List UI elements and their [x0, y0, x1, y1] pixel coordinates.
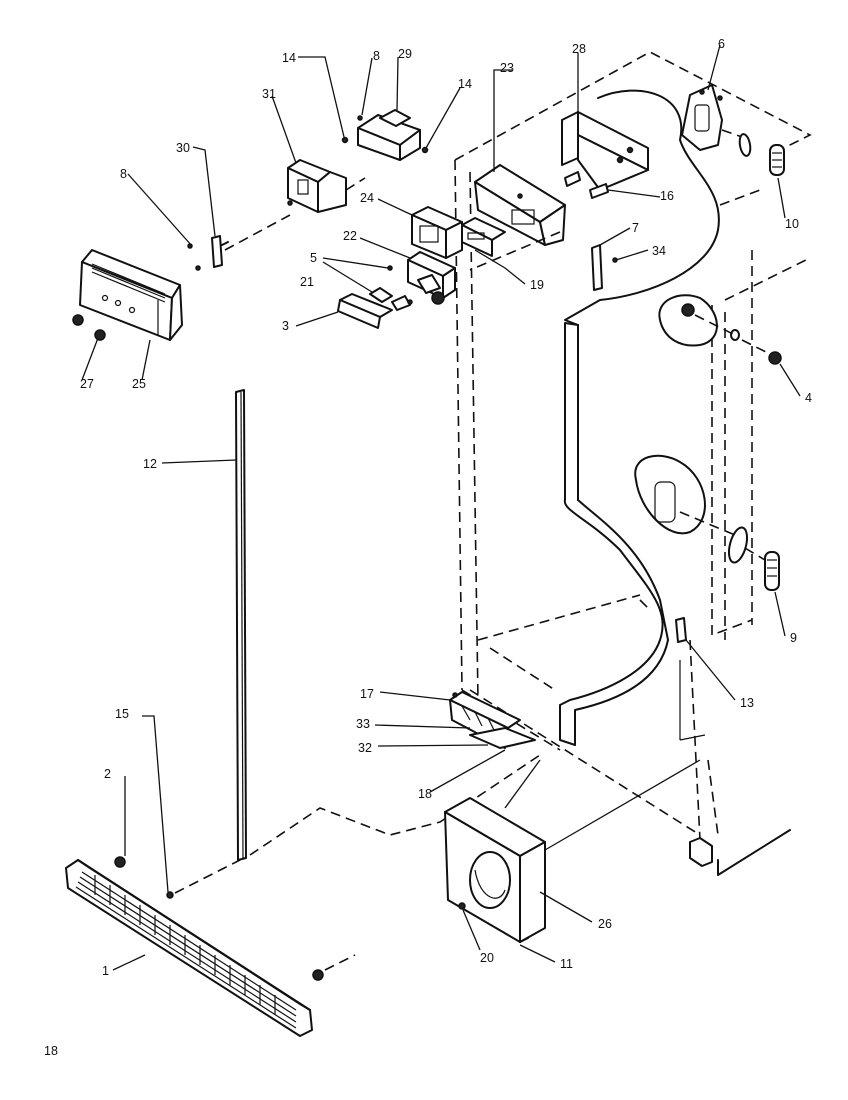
callout-2: 2	[104, 767, 111, 781]
callout-18: 18	[418, 787, 432, 801]
part-16-pin	[564, 171, 609, 199]
callout-22: 22	[343, 229, 357, 243]
leader-lines	[81, 44, 801, 971]
cabinet-outer-case	[559, 89, 791, 876]
callout-10: 10	[785, 217, 799, 231]
part-2-screw	[114, 856, 126, 868]
callout-25: 25	[132, 377, 146, 391]
callout-3: 3	[282, 319, 289, 333]
part-26-fan-shroud	[444, 797, 546, 943]
part-12-trim-strip	[235, 389, 247, 861]
callout-29: 29	[398, 47, 412, 61]
callout-12: 12	[143, 457, 157, 471]
part-5-lamp-socket	[387, 265, 445, 305]
part-31-switch-box	[287, 159, 366, 213]
callout-28: 28	[572, 42, 586, 56]
part-15-screw	[166, 859, 241, 899]
part-4-nut	[741, 339, 782, 365]
callout-14-right: 14	[458, 77, 472, 91]
callout-7: 7	[632, 221, 639, 235]
part-24-lamp-cover	[411, 206, 463, 259]
callout-32: 32	[358, 741, 372, 755]
callout-20: 20	[480, 951, 494, 965]
lower-hinge	[689, 837, 713, 867]
callout-30: 30	[176, 141, 190, 155]
part-25-control-housing	[79, 249, 183, 341]
part-27-knob	[72, 314, 106, 341]
part-10-door-stop	[769, 144, 785, 176]
part-3-lens	[337, 293, 393, 329]
callout-34: 34	[652, 244, 666, 258]
callout-23: 23	[500, 61, 514, 75]
part-21-clip	[369, 287, 413, 311]
page-number: 18	[44, 1044, 58, 1058]
part-19-frame	[461, 217, 506, 257]
callout-6: 6	[718, 37, 725, 51]
callout-16: 16	[660, 189, 674, 203]
shelf-support-boss-lower	[634, 454, 736, 536]
part-28-bracket	[561, 111, 649, 191]
callout-24: 24	[360, 191, 374, 205]
callout-15: 15	[115, 707, 129, 721]
grille-right-screw	[312, 954, 356, 981]
callout-14-left: 14	[282, 51, 296, 65]
callout-5: 5	[310, 251, 317, 265]
part-11-fan-cover	[519, 937, 529, 943]
callout-labels: 1 2 3 4 5 6 7 8 8 9 10 11 12 13 14 14 15…	[44, 37, 812, 1058]
part-29-bracket	[341, 109, 429, 161]
callout-31: 31	[262, 87, 276, 101]
shelf-support-boss-upper	[658, 294, 736, 347]
part-20-screw	[458, 902, 466, 910]
part-9-door-stop	[744, 547, 780, 591]
callout-9: 9	[790, 631, 797, 645]
part-30-bracket	[187, 214, 291, 271]
callout-21: 21	[300, 275, 314, 289]
part-23-housing	[474, 164, 566, 246]
callout-4: 4	[805, 391, 812, 405]
part-6-hinge	[681, 84, 746, 151]
callout-1: 1	[102, 964, 109, 978]
callout-27: 27	[80, 377, 94, 391]
part-32-clip	[469, 727, 536, 749]
callout-11: 11	[560, 957, 573, 971]
callout-19: 19	[530, 278, 544, 292]
callout-13: 13	[740, 696, 754, 710]
callout-17: 17	[360, 687, 374, 701]
part-1-lower-grille	[65, 859, 313, 1037]
part-7-strip	[591, 244, 603, 291]
callout-8-lower: 8	[120, 167, 127, 181]
callout-26: 26	[598, 917, 612, 931]
part-13-pin	[675, 617, 687, 643]
callout-33: 33	[356, 717, 370, 731]
callout-8-upper: 8	[373, 49, 380, 63]
